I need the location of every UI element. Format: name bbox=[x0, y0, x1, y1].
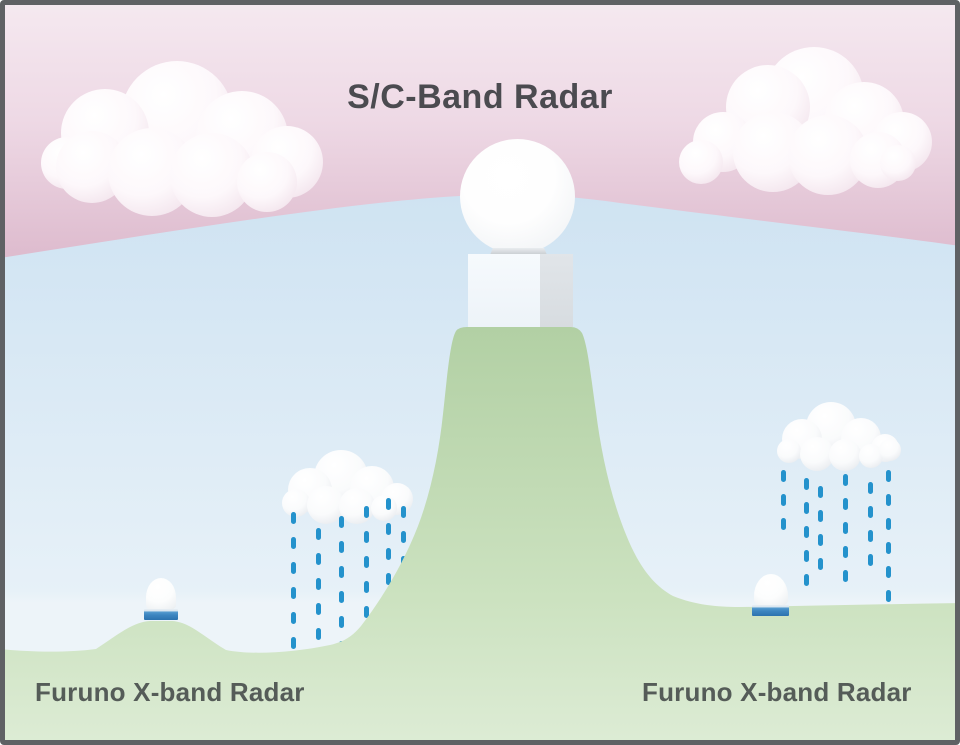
cloud-puff bbox=[679, 140, 723, 184]
rain-dash bbox=[818, 534, 823, 546]
rain-dash bbox=[843, 570, 848, 582]
rain-dash bbox=[401, 531, 406, 543]
rain-dash bbox=[781, 470, 786, 482]
rain-dash bbox=[316, 553, 321, 565]
rain-dash bbox=[868, 482, 873, 494]
rain-dash bbox=[804, 574, 809, 586]
rain-dash bbox=[316, 578, 321, 590]
rain-dash bbox=[291, 637, 296, 649]
rain-dash bbox=[781, 494, 786, 506]
rain-dash bbox=[886, 494, 891, 506]
rain-dash bbox=[316, 528, 321, 540]
rain-dash bbox=[886, 518, 891, 530]
rain-dash bbox=[339, 516, 344, 528]
rain-dash bbox=[291, 587, 296, 599]
rain-dash bbox=[886, 590, 891, 602]
radome-sphere-icon bbox=[460, 139, 575, 254]
rain-dash bbox=[291, 512, 296, 524]
rain-dash bbox=[868, 530, 873, 542]
rain-dash bbox=[291, 612, 296, 624]
rain-dash bbox=[386, 548, 391, 560]
rain-dash bbox=[886, 470, 891, 482]
rain-dash bbox=[316, 628, 321, 640]
mountain-and-hills-shape bbox=[5, 327, 955, 740]
rain-dash bbox=[804, 502, 809, 514]
label-furuno-left: Furuno X-band Radar bbox=[35, 677, 305, 707]
rain-dash bbox=[364, 581, 369, 593]
rain-dash bbox=[339, 616, 344, 628]
cloud-puff bbox=[829, 439, 861, 471]
rain-dash bbox=[804, 526, 809, 538]
rain-dash bbox=[386, 523, 391, 535]
rain-dash bbox=[339, 541, 344, 553]
cloud-puff bbox=[307, 486, 345, 524]
rain-dash bbox=[886, 566, 891, 578]
rain-dash bbox=[339, 591, 344, 603]
rain-dash bbox=[804, 550, 809, 562]
rain-dash bbox=[339, 566, 344, 578]
rain-dash bbox=[868, 554, 873, 566]
cloud-puff bbox=[282, 489, 310, 517]
rain-dash bbox=[868, 506, 873, 518]
radar-pedestal-side bbox=[540, 254, 573, 327]
x-band-blue-base bbox=[752, 605, 789, 616]
cloud-puff bbox=[800, 437, 834, 471]
x-band-dome-icon bbox=[146, 578, 176, 610]
cloud-puff bbox=[237, 152, 297, 212]
rain-dash bbox=[291, 537, 296, 549]
rain-dash bbox=[818, 510, 823, 522]
x-band-dome-icon bbox=[754, 574, 788, 606]
rain-dash bbox=[364, 556, 369, 568]
rain-dash bbox=[843, 522, 848, 534]
rain-dash bbox=[804, 478, 809, 490]
rain-dash bbox=[291, 562, 296, 574]
rain-dash bbox=[843, 498, 848, 510]
rain-dash bbox=[386, 573, 391, 585]
cloud-puff bbox=[371, 495, 397, 521]
cloud-puff bbox=[879, 439, 901, 461]
diagram-title: S/C-Band Radar bbox=[347, 78, 613, 116]
rain-dash bbox=[316, 603, 321, 615]
radome-neck bbox=[490, 248, 547, 255]
rain-dash bbox=[401, 506, 406, 518]
rain-dash bbox=[364, 606, 369, 618]
rain-dash bbox=[843, 474, 848, 486]
rain-dash bbox=[818, 486, 823, 498]
cloud-puff bbox=[777, 439, 801, 463]
label-furuno-right: Furuno X-band Radar bbox=[642, 677, 912, 707]
cloud-puff bbox=[339, 488, 375, 524]
x-band-blue-base bbox=[144, 609, 178, 620]
rain-dash bbox=[386, 498, 391, 510]
rain-dash bbox=[818, 558, 823, 570]
cloud-puff bbox=[880, 145, 916, 181]
rain-dash bbox=[843, 546, 848, 558]
radar-pedestal-front bbox=[468, 254, 540, 327]
rain-dash bbox=[886, 542, 891, 554]
rain-dash bbox=[364, 531, 369, 543]
rain-dash bbox=[364, 506, 369, 518]
rain-dash bbox=[781, 518, 786, 530]
